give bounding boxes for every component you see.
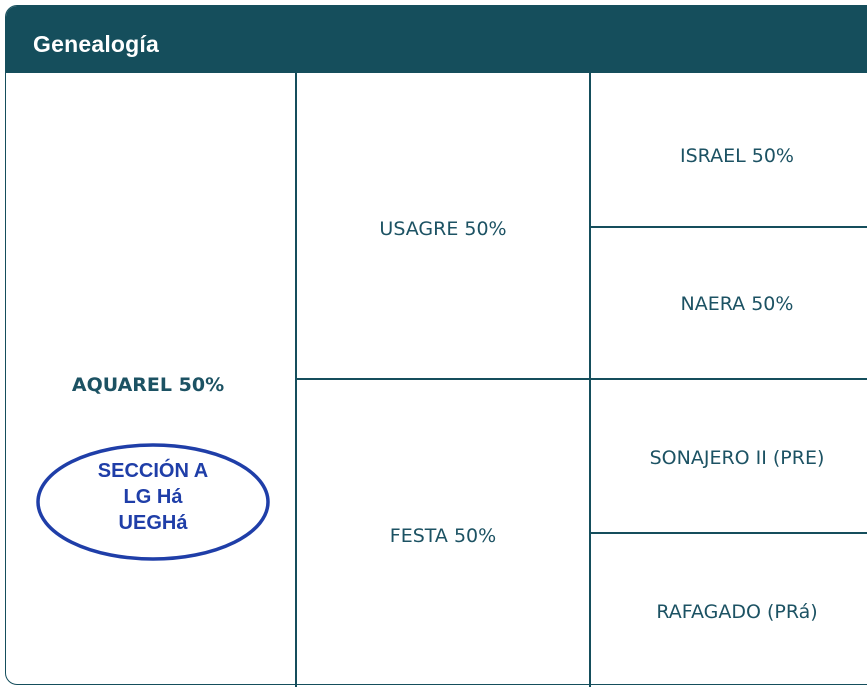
parents-divider — [296, 378, 867, 380]
dam-sire-name: SONAJERO II (PRE) — [649, 447, 825, 469]
column-divider-1 — [295, 67, 297, 687]
stamp-oval — [36, 443, 270, 561]
sire-dam-name: NAERA 50% — [680, 293, 794, 315]
column-divider-2 — [589, 67, 591, 687]
sire-grandparents-divider — [590, 226, 867, 228]
dam-grandparents-divider — [590, 532, 867, 534]
subject-name: AQUAREL 50% — [71, 374, 225, 396]
dam-dam-name: RAFAGADO (PRá) — [656, 601, 818, 623]
genealogy-title: Genealogía — [33, 31, 159, 57]
stamp-line1: SECCIÓN A — [98, 458, 208, 482]
seal-stamp: SECCIÓN A LG Há UEGHá — [36, 443, 270, 561]
stamp-line3: UEGHá — [119, 512, 189, 534]
sire-sire-name: ISRAEL 50% — [680, 145, 794, 167]
genealogy-card: Genealogía — [5, 5, 867, 685]
genealogy-header: Genealogía — [6, 6, 867, 73]
dam-name: FESTA 50% — [389, 525, 497, 547]
stamp-line2: LG Há — [124, 486, 184, 508]
sire-name: USAGRE 50% — [379, 218, 507, 240]
